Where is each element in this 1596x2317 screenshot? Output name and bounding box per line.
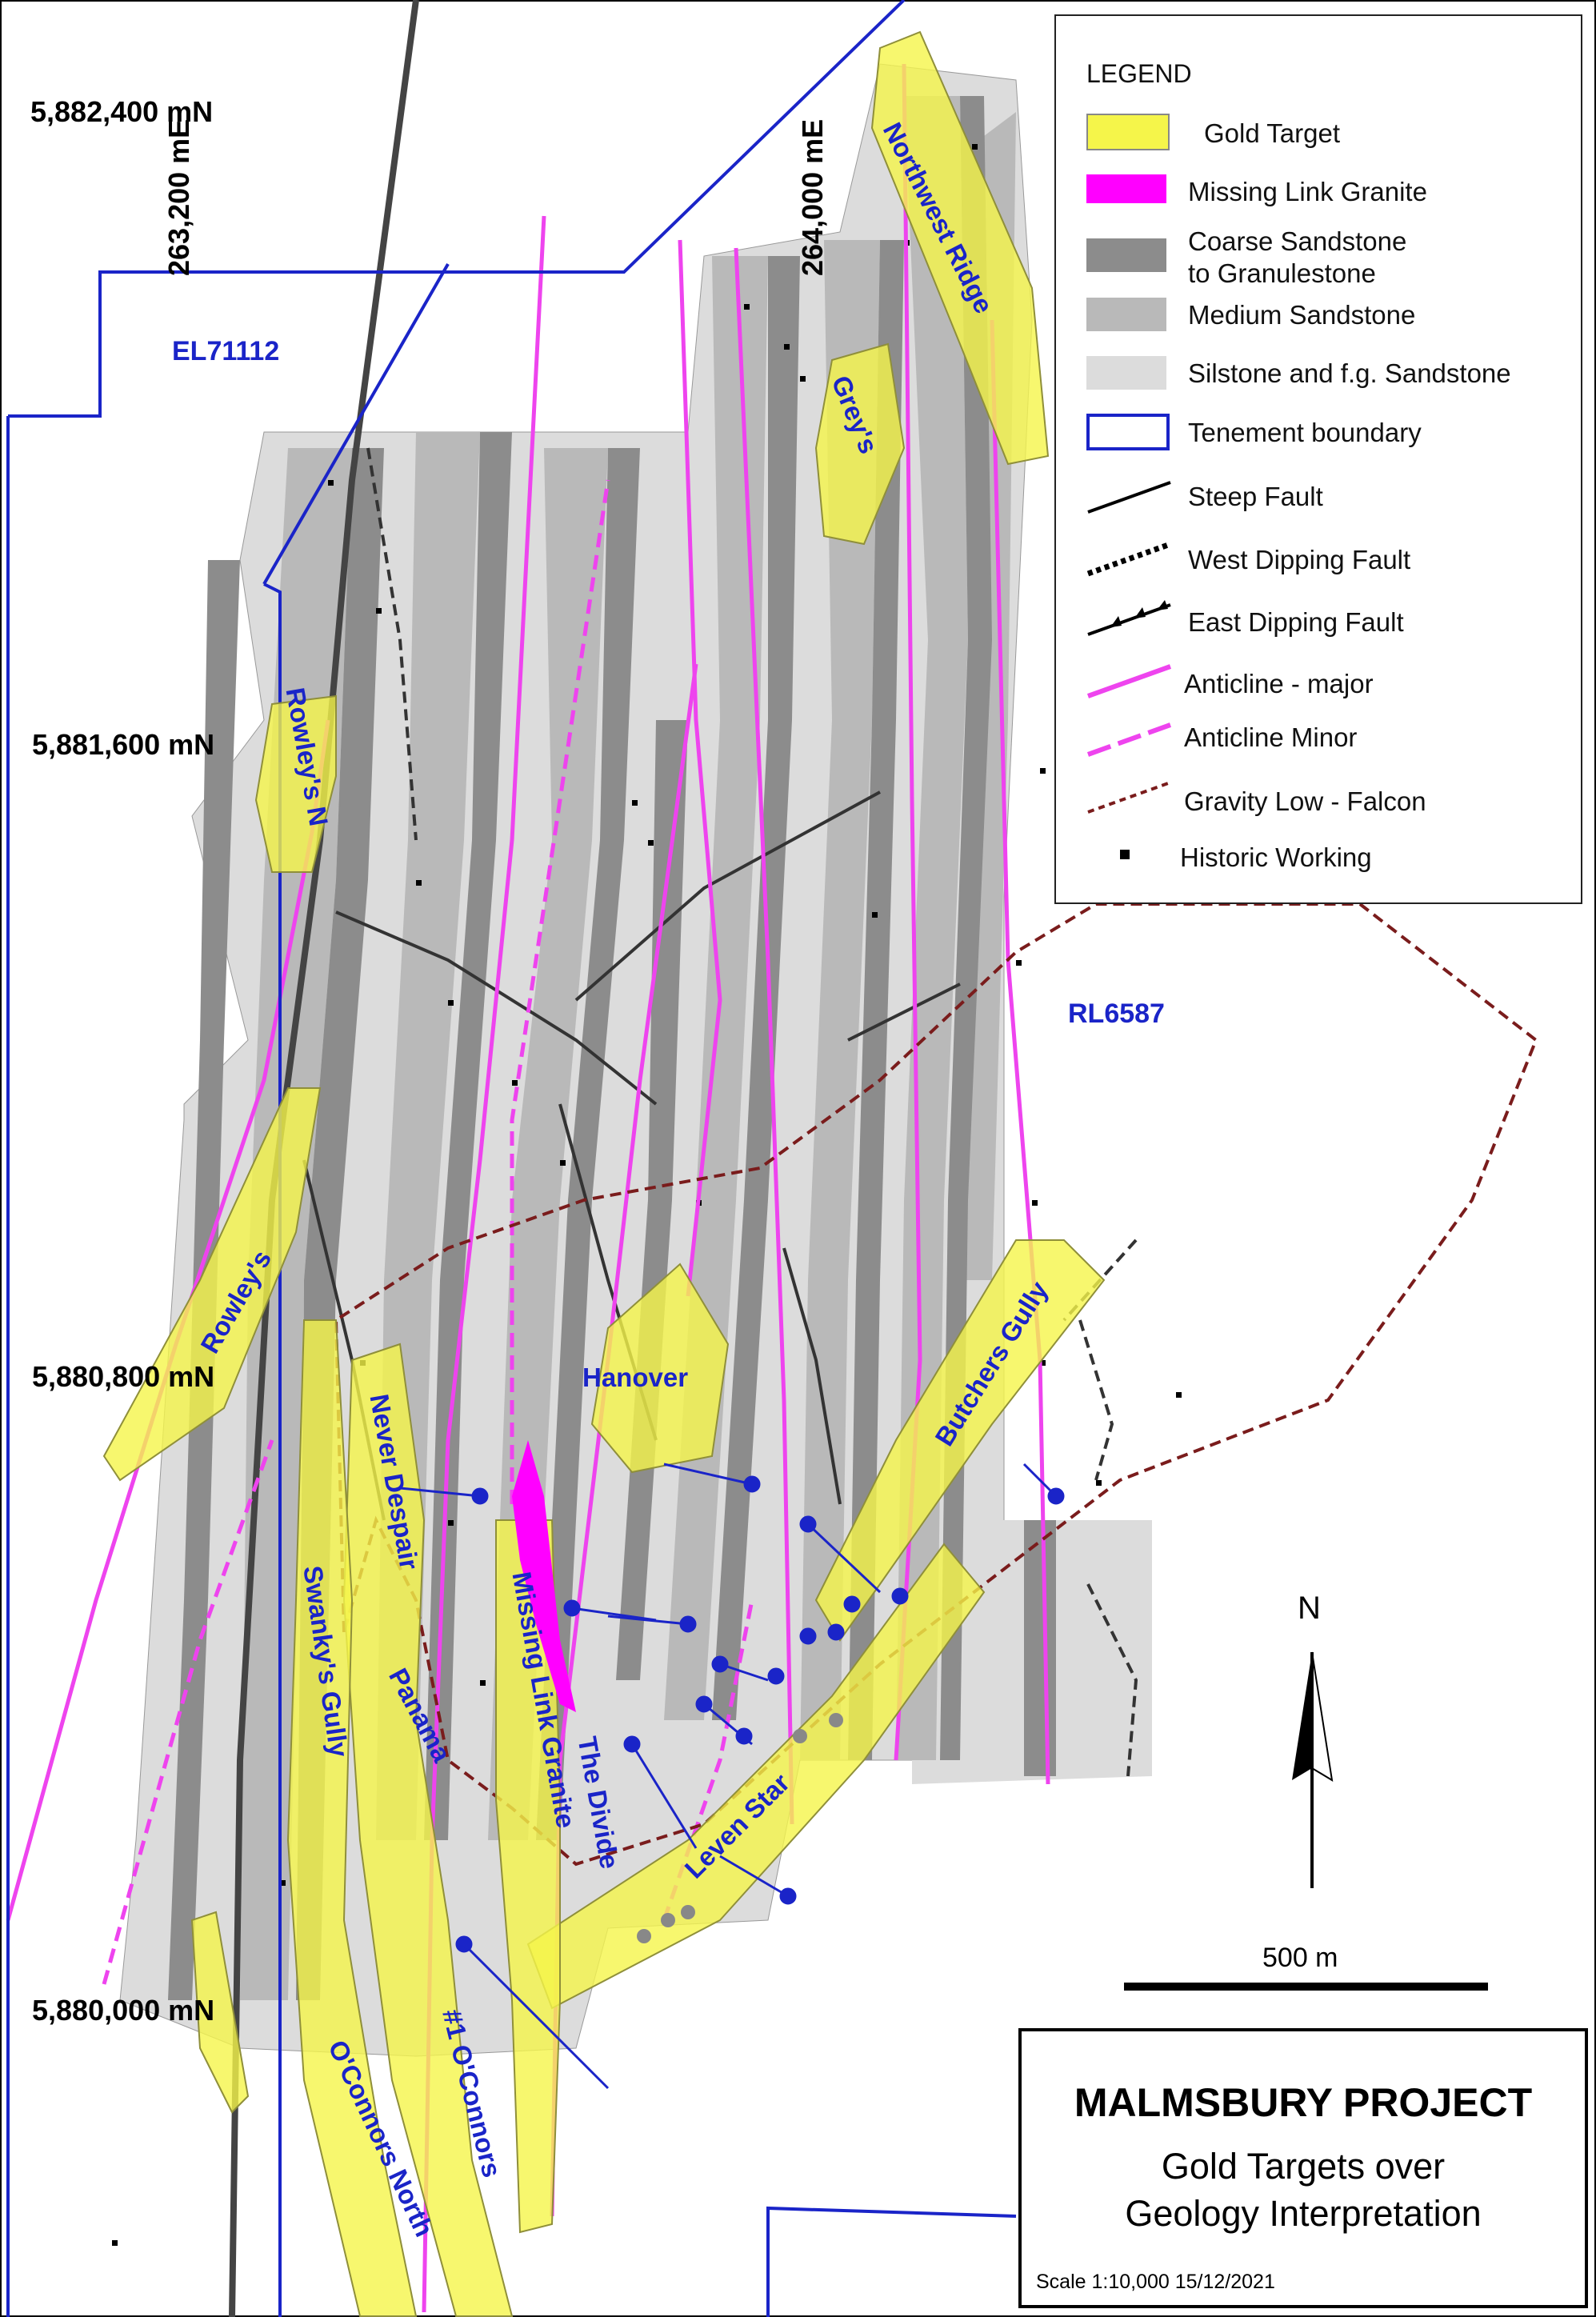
northing-label: 5,880,800 mN bbox=[32, 1360, 215, 1393]
legend-label: Missing Link Granite bbox=[1188, 177, 1427, 206]
gold-targets bbox=[102, 30, 1106, 2317]
anticline-minor bbox=[510, 479, 610, 1504]
legend-label: Tenement boundary bbox=[1188, 418, 1422, 447]
northing-label: 5,882,400 mN bbox=[30, 95, 214, 128]
legend-label: East Dipping Fault bbox=[1188, 607, 1404, 637]
steep-fault bbox=[847, 982, 961, 1042]
northing-label: 5,880,000 mN bbox=[32, 1994, 215, 2027]
target-label: Hanover bbox=[582, 1363, 689, 1392]
medium-sandstone-band bbox=[896, 96, 968, 1760]
coarse-sandstone-band bbox=[536, 448, 640, 1840]
map-subtitle: Gold Targets over Geology Interpretation bbox=[1022, 2143, 1585, 2237]
steep-fault bbox=[574, 790, 881, 1002]
steep-fault bbox=[335, 910, 658, 1106]
west-dipping-fault bbox=[366, 447, 418, 841]
coarse-sandstone-band bbox=[712, 256, 800, 1720]
anticline-minor-swatch bbox=[1086, 722, 1172, 757]
coarse-sandstone-swatch bbox=[1086, 238, 1166, 272]
map-subtitle-line2: Geology Interpretation bbox=[1125, 2192, 1482, 2234]
northing-label: 5,881,600 mN bbox=[32, 728, 215, 761]
map-subtitle-line1: Gold Targets over bbox=[1161, 2146, 1446, 2187]
gold-target-polygon bbox=[190, 1911, 250, 2114]
legend-label: Gravity Low - Falcon bbox=[1184, 786, 1426, 816]
siltstone-swatch bbox=[1086, 356, 1166, 390]
tenement-boundary bbox=[8, 0, 906, 418]
steep-fault-swatch bbox=[1087, 481, 1171, 514]
anticline-major bbox=[678, 239, 722, 1297]
tenement-boundary bbox=[766, 2206, 1017, 2317]
tenement-swatch bbox=[1086, 414, 1170, 450]
title-box: MALMSBURY PROJECT Gold Targets over Geol… bbox=[1018, 2028, 1588, 2308]
gold-target-polygon bbox=[590, 1263, 730, 1474]
tenement-label: EL71112 bbox=[172, 336, 280, 366]
scale-date-footer: Scale 1:10,000 15/12/2021 bbox=[1036, 2271, 1275, 2293]
anticline-major-swatch bbox=[1086, 664, 1172, 698]
legend-label: Anticline Minor bbox=[1184, 722, 1358, 752]
gold-target-polygon bbox=[814, 1239, 1106, 1642]
tenement-label: RL6587 bbox=[1068, 998, 1165, 1029]
legend-title: LEGEND bbox=[1086, 59, 1192, 88]
anticline-minor bbox=[102, 1439, 274, 1985]
anticline-major bbox=[894, 63, 922, 1761]
west-dipping-fault bbox=[1078, 1319, 1114, 1481]
legend-label: Coarse Sandstone bbox=[1188, 226, 1407, 256]
west-dipping-fault bbox=[1086, 1583, 1138, 1777]
legend-label: Historic Working bbox=[1180, 842, 1372, 872]
legend-label: Medium Sandstone bbox=[1188, 300, 1416, 330]
easting-label: 263,200 mE bbox=[162, 118, 195, 276]
tenement-boundary bbox=[262, 263, 450, 585]
legend: LEGEND Gold Target Missing Link Granite … bbox=[1054, 14, 1582, 904]
coarse-sandstone-band bbox=[848, 240, 904, 1760]
anticline-major bbox=[734, 247, 794, 1825]
project-title: MALMSBURY PROJECT bbox=[1074, 2080, 1533, 2125]
anticline-major bbox=[990, 319, 1050, 1785]
legend-label-line2: to Granulestone bbox=[1188, 258, 1376, 288]
legend-label: Gold Target bbox=[1204, 118, 1340, 148]
gold-target-polygon bbox=[286, 1319, 418, 2317]
legend-label: Silstone and f.g. Sandstone bbox=[1188, 358, 1511, 388]
steep-fault bbox=[782, 1247, 842, 1505]
gold-target-polygon bbox=[870, 30, 1050, 466]
coarse-sandstone-band bbox=[1024, 1520, 1056, 1776]
historic-drill-collars bbox=[637, 1713, 843, 1943]
granite-swatch bbox=[1086, 174, 1166, 203]
scale-label: 500 m bbox=[1262, 1943, 1338, 1973]
tenement-boundaries bbox=[6, 0, 1017, 2317]
missing-link-granite bbox=[512, 1440, 576, 1712]
north-arrow-icon bbox=[1292, 1651, 1334, 1888]
gold-target-swatch bbox=[1086, 114, 1170, 150]
gold-target-polygon bbox=[814, 342, 906, 546]
gold-target-polygon bbox=[254, 694, 337, 873]
gold-target-polygon bbox=[102, 1087, 322, 1482]
scale-bar bbox=[1124, 1983, 1488, 1991]
west-dipping-fault-swatch bbox=[1086, 541, 1172, 577]
historic-working-swatch bbox=[1120, 850, 1130, 859]
drill-holes bbox=[399, 1463, 1065, 2090]
easting-label: 264,000 mE bbox=[796, 118, 829, 276]
legend-label: Anticline - major bbox=[1184, 669, 1374, 698]
legend-label: Steep Fault bbox=[1188, 482, 1323, 511]
legend-label: West Dipping Fault bbox=[1188, 545, 1411, 574]
tenement-boundary bbox=[263, 582, 282, 2317]
east-dipping-fault-swatch bbox=[1087, 600, 1171, 636]
gravity-low-swatch bbox=[1087, 781, 1171, 814]
medium-sandstone-swatch bbox=[1086, 298, 1166, 331]
major-fault-line bbox=[229, 0, 419, 2317]
north-label: N bbox=[1298, 1591, 1321, 1626]
gravity-low-falcon bbox=[334, 902, 1538, 1867]
